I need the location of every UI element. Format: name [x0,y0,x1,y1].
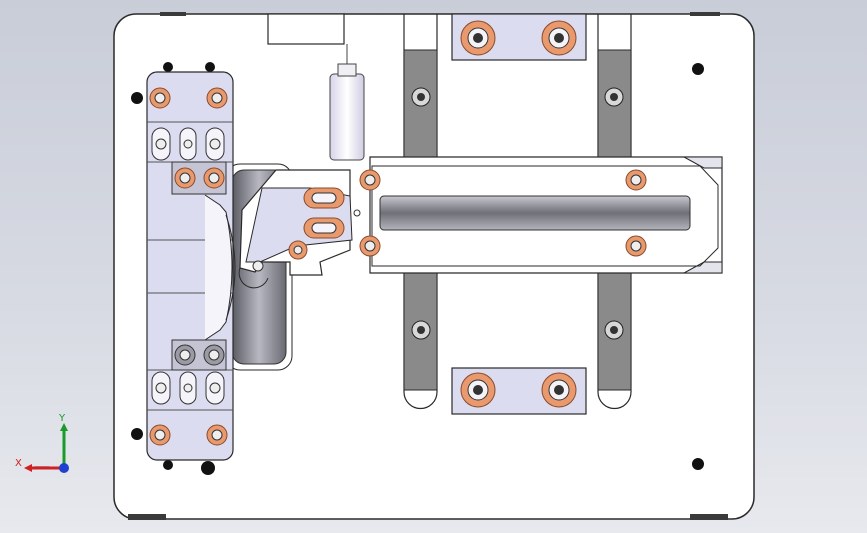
clamp-arm[interactable] [238,169,361,289]
axis-triad-graphic [24,423,69,473]
clamp-block[interactable] [146,71,236,461]
foot-left [128,514,166,520]
y-axis-label: Y [59,413,66,424]
x-axis-label: X [15,458,22,469]
air-cylinder[interactable] [329,63,365,161]
slide-carriage[interactable] [359,156,723,274]
foot-right [690,514,728,520]
guide-rails[interactable] [403,14,632,410]
mount-blocks[interactable] [451,13,587,415]
axis-triad: X Y [12,410,82,480]
